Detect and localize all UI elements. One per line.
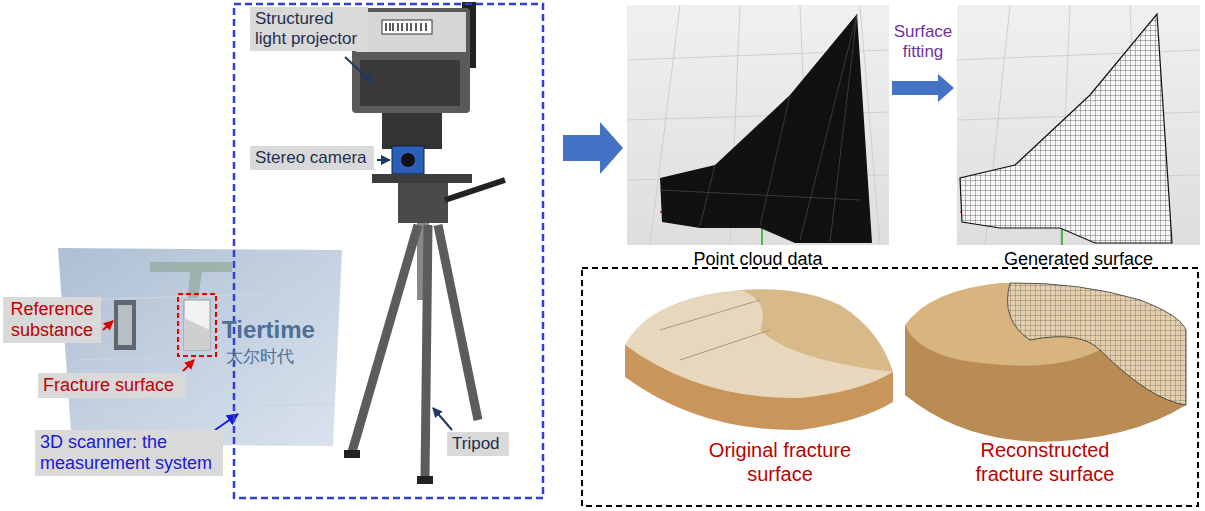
generated-surface-view-rect	[957, 5, 1200, 245]
printer-bed-photo-path	[150, 262, 232, 298]
label-text: Fracture surface	[43, 375, 181, 396]
scanner-photo-rect	[417, 476, 433, 484]
watermark-text: Tiertime	[222, 316, 315, 345]
scanner-photo-rect	[398, 183, 448, 223]
block-arrow	[563, 122, 623, 174]
scanner-photo-rect	[392, 146, 424, 174]
point-cloud-view-path	[660, 14, 860, 242]
watermark-text: 太尔时代	[226, 347, 294, 367]
generated-surface-view-path	[957, 5, 1200, 245]
scanner-photo-rect	[356, 12, 466, 52]
printer-bed-photo-rect	[118, 305, 132, 345]
printer-bed-photo-path	[184, 318, 210, 350]
point-cloud-view-rect	[627, 5, 889, 245]
original-sample-photo	[625, 289, 893, 430]
leader-arrow	[345, 57, 372, 82]
original-sample-photo-path	[740, 289, 893, 372]
label-text: Reference substance	[8, 299, 96, 341]
label-text: Structured light projector	[255, 9, 363, 49]
scanner-photo-rect	[382, 113, 442, 149]
scanner-photo-rect	[344, 450, 360, 458]
scanner-frame	[234, 4, 543, 498]
scanner-photo-rect	[360, 60, 460, 106]
figure-caption: Original fracture surface	[695, 438, 865, 486]
flow-arrow	[892, 74, 954, 102]
highlight-frame	[178, 294, 216, 356]
label-box: Fracture surface	[38, 373, 186, 398]
view-caption: Point cloud data	[693, 249, 822, 273]
label-box: Tripod	[447, 432, 509, 456]
label-box: Stereo camera	[250, 146, 374, 170]
scanner-photo-line	[425, 225, 428, 478]
view-caption: Generated surface	[1004, 249, 1153, 273]
scanner-photo-line	[438, 225, 478, 420]
scanner-photo-line	[352, 225, 418, 452]
scanner-photo-rect	[382, 20, 432, 34]
printer-bed-photo-rect	[184, 300, 210, 350]
label-box: Reference substance	[3, 297, 101, 343]
original-sample-photo-path	[660, 300, 770, 360]
scanner-photo-line	[445, 180, 505, 200]
point-cloud-view	[627, 5, 889, 245]
label-text: 3D scanner: the measurement system	[40, 432, 218, 474]
scanner-photo-rect	[352, 8, 470, 113]
reconstructed-sample-model	[905, 283, 1186, 442]
leader-arrow	[377, 159, 390, 161]
original-sample-photo-path	[625, 290, 893, 398]
leader-arrow	[183, 360, 194, 371]
scanner-photo-circle	[401, 153, 415, 167]
leader-arrow	[103, 321, 113, 330]
label-text: Tripod	[452, 434, 504, 454]
scanner-photo	[344, 2, 505, 484]
generated-surface-view-polygon	[960, 14, 1172, 243]
view-panel: Generated surface	[957, 5, 1200, 273]
comparison-frame	[582, 268, 1198, 506]
label-box: Structured light projector	[250, 7, 368, 51]
printer-bed-photo	[58, 248, 342, 446]
figure-caption: Reconstructed fracture surface	[955, 438, 1135, 486]
label-box: 3D scanner: the measurement system	[35, 430, 223, 476]
point-cloud-view-path	[627, 5, 889, 245]
edge-label: Surface fitting	[887, 22, 959, 63]
printer-bed-photo-rect	[114, 300, 136, 350]
view-panel: Point cloud data	[627, 5, 889, 273]
generated-surface-view	[957, 5, 1200, 245]
leader-arrow	[433, 408, 452, 430]
printer-bed-photo-polygon	[58, 248, 342, 446]
scanner-photo-rect	[372, 174, 472, 183]
point-cloud-view-polygon	[660, 14, 872, 243]
reconstructed-sample-model-path	[1008, 283, 1187, 405]
scanner-photo-path	[386, 23, 426, 31]
label-text: Stereo camera	[255, 148, 369, 168]
